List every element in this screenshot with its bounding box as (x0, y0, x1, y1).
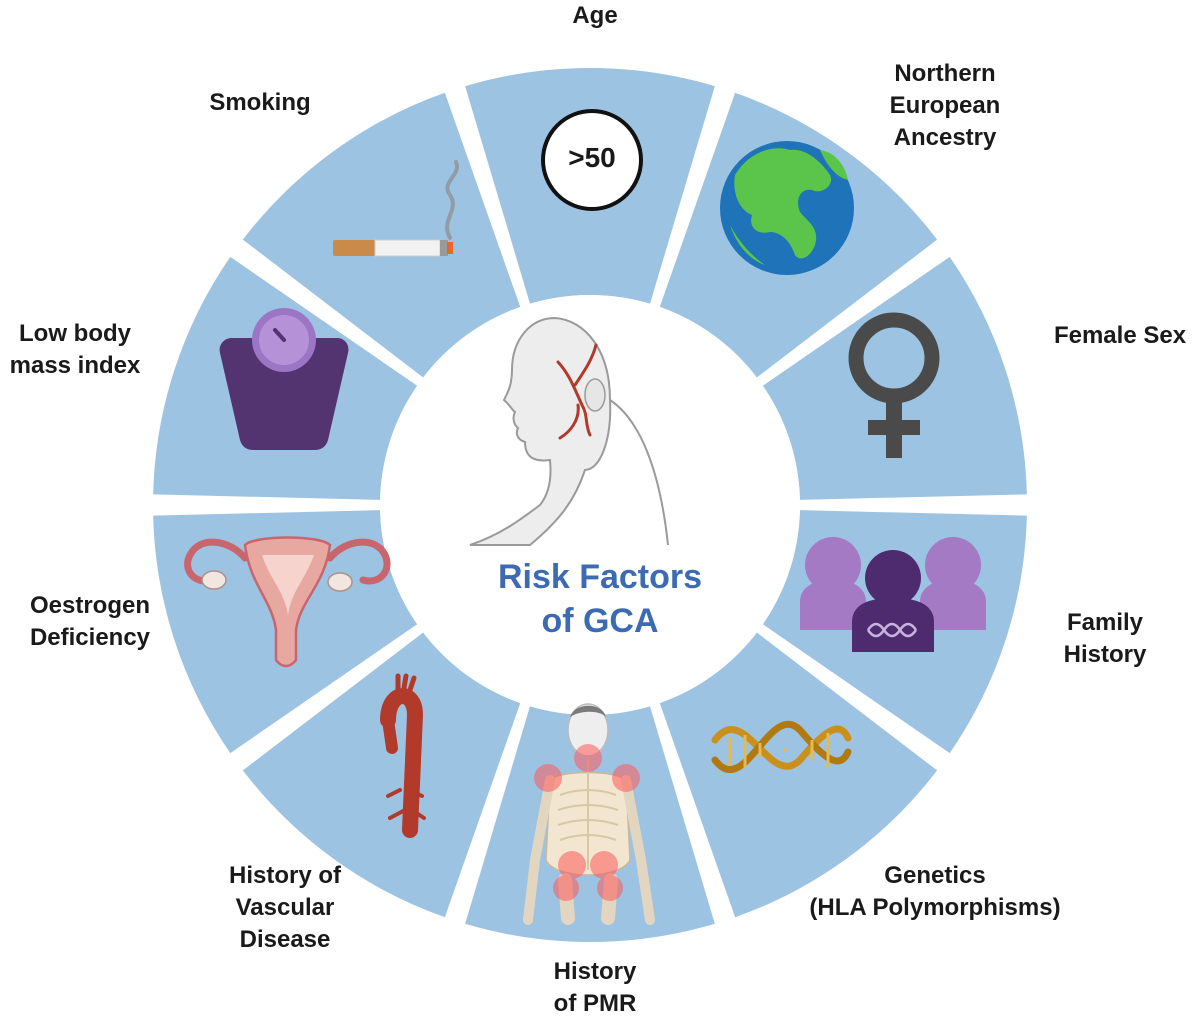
dna-helix-icon (711, 720, 852, 773)
label-oestrogen-line: Deficiency (29, 624, 151, 651)
scale-icon (219, 308, 349, 450)
center-title-line-2: of GCA (541, 602, 659, 640)
label-ancestry-line: European (889, 92, 1001, 119)
center-title-line-1: Risk Factors (497, 558, 703, 596)
center-title: Risk Factors of GCA (480, 555, 720, 643)
label-family-history-line: History (1063, 641, 1147, 668)
label-pmr-line: History (553, 958, 637, 985)
label-vascular-line: Vascular (235, 894, 335, 921)
skeleton-inflammation-icon (523, 703, 655, 925)
label-smoking: Smoking (190, 87, 330, 119)
segment-smoking (242, 92, 521, 378)
venus-symbol-icon (848, 312, 940, 458)
cigarette-icon (333, 160, 460, 257)
label-pmr-line: of PMR (553, 990, 637, 1017)
aorta-icon (380, 673, 426, 838)
label-bmi: Low body mass index (0, 318, 150, 382)
label-ancestry-line: Northern (894, 60, 996, 87)
label-genetics: Genetics (HLA Polymorphisms) (785, 860, 1085, 924)
label-smoking-line: Smoking (209, 89, 311, 116)
uterus-icon (184, 536, 391, 668)
label-age-line: Age (572, 2, 618, 29)
age-badge-text: >50 (568, 142, 616, 173)
label-bmi-line: Low body (19, 320, 131, 347)
label-age: Age (555, 0, 635, 32)
age-badge-icon (541, 109, 643, 211)
segment-vascular (242, 632, 521, 918)
label-ancestry-line: Ancestry (893, 124, 997, 151)
label-oestrogen-line: Oestrogen (29, 592, 151, 619)
label-genetics-line: (HLA Polymorphisms) (809, 894, 1061, 921)
label-vascular-line: Disease (239, 926, 331, 953)
label-bmi-line: mass index (9, 352, 141, 379)
label-vascular-line: History of (228, 862, 341, 889)
center-circle (380, 295, 800, 715)
family-dna-icon (800, 537, 986, 652)
label-pmr: History of PMR (520, 956, 670, 1020)
label-genetics-line: Genetics (884, 862, 986, 889)
segment-female-sex (762, 256, 1027, 500)
segment-genetics (659, 632, 938, 918)
label-female-sex-line: Female Sex (1053, 322, 1187, 349)
head-profile-icon (469, 316, 669, 546)
label-family-history-line: Family (1066, 609, 1144, 636)
label-female-sex: Female Sex (1040, 320, 1200, 352)
globe-icon (720, 141, 854, 275)
